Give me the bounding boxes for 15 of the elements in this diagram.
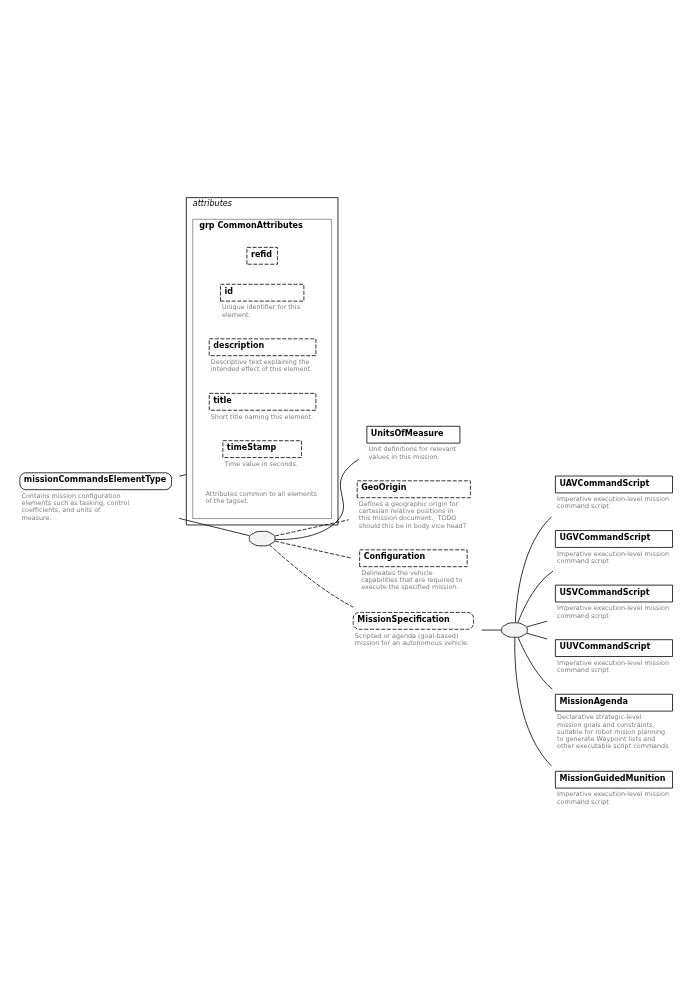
- connector: [514, 515, 552, 623]
- node-octagon: [501, 621, 528, 638]
- connector: [517, 636, 553, 690]
- connector: [274, 540, 352, 558]
- connector: [178, 517, 250, 536]
- connector: [517, 570, 554, 623]
- connector: [481, 629, 502, 630]
- connector: [269, 543, 354, 608]
- connector: [274, 458, 360, 540]
- node-octagon: [248, 530, 276, 546]
- connector: [178, 473, 187, 477]
- connector: [274, 518, 350, 536]
- connector: [514, 636, 552, 766]
- connector: [526, 620, 548, 627]
- connector: [526, 632, 548, 639]
